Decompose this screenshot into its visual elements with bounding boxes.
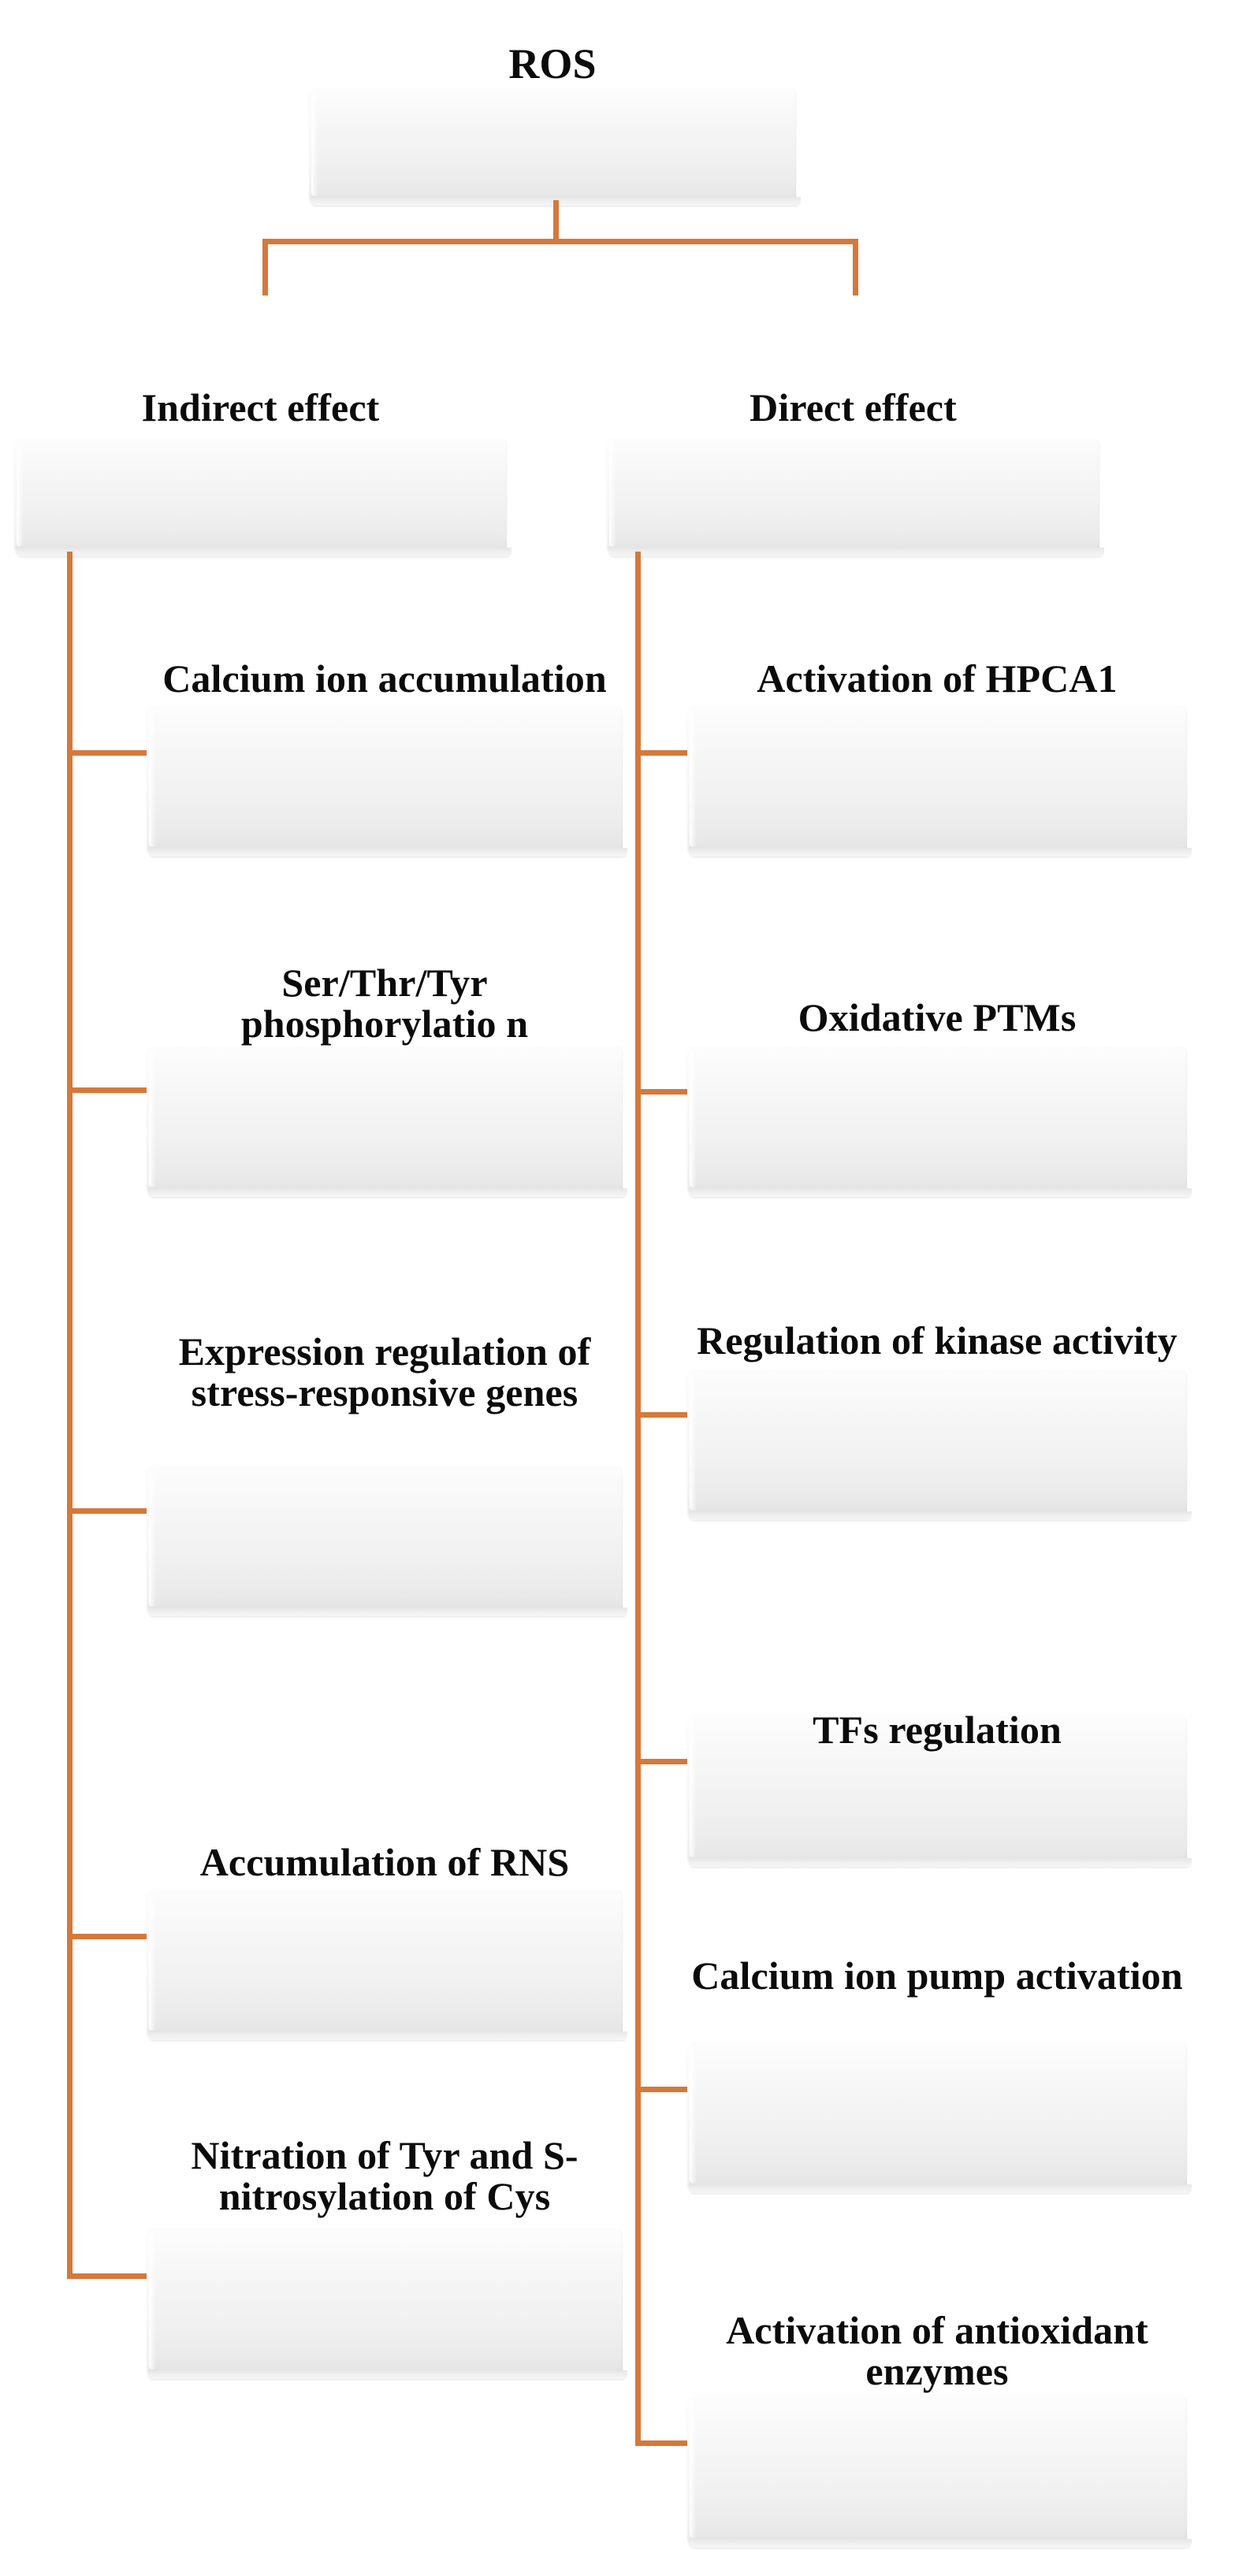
connector-root-bar — [262, 239, 858, 244]
node-direct-item-2[interactable] — [687, 1046, 1192, 1197]
node-indirect-item-4-label: Accumulation of RNS — [199, 1840, 570, 1884]
connector-stub-indirect-4 — [67, 1934, 150, 1939]
node-direct-item-5[interactable] — [687, 2043, 1192, 2193]
node-ros-label: ROS — [508, 40, 597, 87]
connector-stub-indirect-2 — [67, 1087, 150, 1093]
connector-stub-direct-1 — [635, 750, 718, 756]
node-indirect-item-4[interactable] — [147, 1890, 627, 2040]
connector-stub-direct-3 — [635, 1412, 718, 1418]
node-direct-effect-label: Direct effect — [750, 385, 957, 429]
connector-drop-indirect — [262, 239, 268, 296]
connector-stub-indirect-3 — [67, 1508, 150, 1514]
node-indirect-item-1[interactable] — [147, 706, 627, 857]
node-indirect-item-2[interactable] — [147, 1046, 627, 1197]
connector-stub-indirect-1 — [67, 750, 150, 756]
connector-stub-direct-5 — [635, 2087, 718, 2092]
node-indirect-item-5-label: Nitration of Tyr and S-nitrosylation of … — [191, 2133, 578, 2218]
node-direct-item-1-label: Activation of HPCA1 — [757, 656, 1118, 701]
node-direct-item-4[interactable] — [687, 1716, 1192, 1867]
node-direct-effect[interactable] — [607, 438, 1104, 556]
node-direct-item-5-label: Calcium ion pump activation — [691, 1953, 1183, 1998]
connector-drop-direct — [853, 239, 858, 296]
node-ros[interactable] — [309, 88, 801, 206]
node-direct-item-1[interactable] — [687, 706, 1192, 857]
node-indirect-item-1-label: Calcium ion accumulation — [162, 656, 607, 701]
node-direct-item-2-label: Oxidative PTMs — [798, 995, 1077, 1039]
node-indirect-item-3-label: Expression regulation of stress-responsi… — [178, 1329, 591, 1414]
node-indirect-effect-label: Indirect effect — [141, 385, 380, 429]
node-direct-item-6-label: Activation of antioxidant enzymes — [726, 2308, 1148, 2393]
node-indirect-item-3[interactable] — [147, 1466, 627, 1616]
connector-spine-indirect — [67, 552, 73, 2279]
connector-stub-direct-6 — [635, 2440, 718, 2446]
connector-stub-indirect-5 — [67, 2273, 150, 2279]
node-direct-item-6[interactable] — [687, 2397, 1192, 2548]
node-indirect-effect[interactable] — [14, 438, 511, 556]
node-direct-item-3[interactable] — [687, 1370, 1192, 1520]
node-direct-item-3-label: Regulation of kinase activity — [697, 1318, 1177, 1362]
connector-root-stem — [553, 200, 559, 244]
connector-stub-direct-4 — [635, 1759, 718, 1764]
node-indirect-item-5[interactable] — [147, 2228, 627, 2379]
node-indirect-item-2-label: Ser/Thr/Tyr phosphorylatio n — [240, 961, 529, 1046]
connector-spine-direct — [635, 552, 641, 2446]
connector-stub-direct-2 — [635, 1089, 718, 1095]
